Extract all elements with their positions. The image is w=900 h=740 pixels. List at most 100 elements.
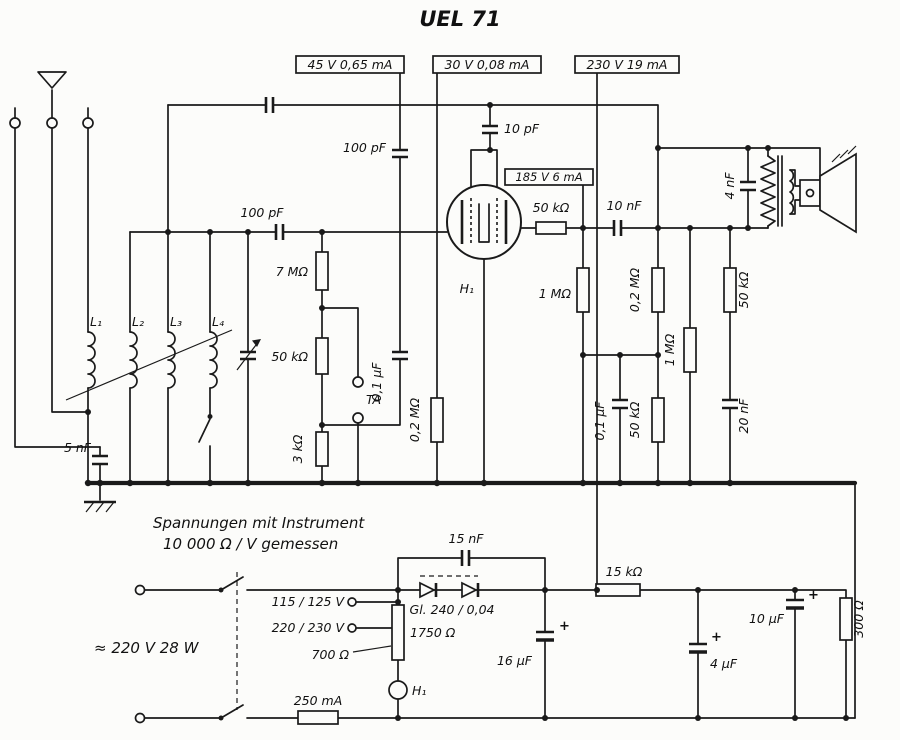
resistor-1m-output [683, 327, 697, 373]
labels: UEL 71 45 V 0,65 mA 30 V 0,08 mA 230 V 1… [64, 7, 866, 708]
label-02m-right: 0,2 MΩ [627, 267, 642, 312]
cap-100pf-grid [274, 224, 285, 240]
resistor-1m-anode [576, 267, 590, 313]
speaker-icon [799, 145, 857, 234]
cap-5nf [92, 454, 108, 466]
label-50k-output: 50 kΩ [736, 271, 751, 308]
cap-16uf [536, 630, 554, 642]
resistor-3k [315, 431, 329, 467]
antenna-icon [37, 71, 67, 89]
antenna-terminals [9, 117, 94, 129]
label-30v: 30 V 0,08 mA [445, 57, 530, 72]
plus-16uf: + [559, 619, 570, 634]
label-01uf-left: 0,1 μF [369, 362, 384, 402]
cap-20nf [722, 398, 738, 410]
label-1m-anode: 1 MΩ [539, 286, 572, 301]
label-02m-left: 0,2 MΩ [407, 397, 422, 442]
label-h1-tube: H₁ [460, 281, 474, 296]
plus-10uf: + [808, 588, 819, 603]
band-switch-hinge [207, 414, 213, 419]
transformer-symbol [760, 147, 801, 229]
label-ta: TA [366, 392, 381, 407]
measure-box-30v [432, 55, 542, 74]
label-fuse: 250 mA [294, 693, 343, 708]
resistor-02m-right [651, 267, 665, 313]
cap-01uf-left [392, 350, 408, 361]
variable-capacitor [240, 350, 256, 361]
label-15nf: 15 nF [449, 531, 485, 546]
resistor-15k [595, 583, 641, 597]
label-7m: 7 MΩ [276, 264, 309, 279]
measure-box-230v [574, 55, 680, 74]
resistor-50k-lower [651, 397, 665, 443]
label-l2: L₂ [132, 314, 144, 329]
label-mains: ≈ 220 V 28 W [94, 639, 200, 657]
cap-4uf [689, 642, 707, 654]
label-100pf-agc: 100 pF [343, 140, 387, 155]
cap-10uf [786, 598, 804, 610]
resistor-1750 [391, 604, 405, 661]
label-300: 300 Ω [851, 600, 866, 638]
label-01uf-right: 0,1 μF [592, 401, 607, 441]
mains-terminals [134, 584, 146, 724]
plus-4uf: + [711, 630, 722, 645]
label-h1-heater: H₁ [412, 683, 426, 698]
resistor-50k-anode [535, 221, 567, 235]
label-20nf: 20 nF [736, 398, 751, 434]
label-1m-output: 1 MΩ [662, 333, 677, 366]
tuning-gang-line [65, 329, 233, 401]
measure-box-185v [504, 168, 594, 186]
coil-l2 [129, 331, 138, 389]
rectifier-diodes [419, 575, 480, 599]
ground-icon [84, 500, 116, 513]
cap-4nf [740, 180, 756, 192]
note-line2: 10 000 Ω / V gemessen [163, 535, 338, 553]
coil-l3 [167, 331, 176, 389]
page-title: UEL 71 [419, 7, 500, 31]
cap-10nf [612, 220, 623, 236]
label-230v: 230 V 19 mA [587, 57, 668, 72]
label-rectifier: Gl. 240 / 0,04 [410, 602, 495, 617]
label-1750: 1750 Ω [410, 625, 456, 640]
label-50k-anode: 50 kΩ [533, 200, 570, 215]
resistor-7m [315, 251, 329, 291]
label-10nf: 10 nF [607, 198, 643, 213]
label-l4: L₄ [212, 314, 224, 329]
wiring [14, 72, 858, 719]
label-100pf-grid: 100 pF [241, 205, 285, 220]
label-4nf: 4 nF [722, 172, 737, 200]
note-line1: Spannungen mit Instrument [153, 514, 365, 532]
label-45v: 45 V 0,65 mA [308, 57, 393, 72]
coil-l4 [209, 331, 218, 389]
voltage-selector-terminals [347, 597, 357, 633]
measure-box-45v [295, 55, 405, 74]
label-3k: 3 kΩ [290, 434, 305, 463]
coil-l1 [87, 331, 96, 389]
label-5nf: 5 nF [64, 440, 92, 455]
label-l3: L₃ [170, 314, 182, 329]
label-50k-lower: 50 kΩ [627, 401, 642, 438]
label-185v: 185 V 6 mA [515, 170, 582, 184]
fuse-symbol [297, 710, 339, 725]
resistor-02m-left [430, 397, 444, 443]
resistor-50k-output [723, 267, 737, 313]
label-10uf: 10 μF [749, 611, 785, 626]
label-10pf: 10 pF [504, 121, 540, 136]
label-16uf: 16 μF [497, 653, 533, 668]
heater-symbol [388, 680, 408, 700]
label-4uf: 4 μF [710, 656, 738, 671]
cap-10pf [482, 124, 498, 135]
label-50k-input: 50 kΩ [271, 349, 308, 364]
coupling-cap-top [264, 97, 275, 113]
label-tap115: 115 / 125 V [272, 594, 346, 609]
cap-100pf-agc [392, 148, 408, 159]
component-symbols [9, 55, 857, 725]
mains-switch [218, 587, 224, 721]
junction-dots [84, 102, 849, 721]
ta-terminals [352, 376, 364, 424]
label-15k: 15 kΩ [606, 564, 643, 579]
resistor-50k-input [315, 337, 329, 375]
cap-01uf-right [612, 398, 628, 410]
